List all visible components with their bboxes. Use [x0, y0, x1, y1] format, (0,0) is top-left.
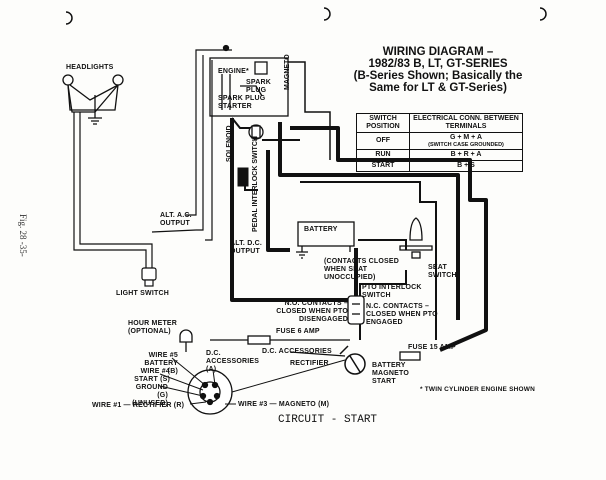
label-engine: ENGINE* [218, 68, 249, 75]
label-ground: GROUND (G) (UNUSED) [132, 384, 168, 407]
table-cell-position: START [356, 160, 410, 172]
label-fuse-15: FUSE 15 AMP [408, 344, 456, 351]
table-cell-conn: B + R + A [409, 149, 523, 161]
table-cell-note: (SWITCH CASE GROUNDED) [428, 142, 504, 148]
binder-mark-right [539, 7, 547, 21]
label-wire-4: WIRE #4 START (S) [134, 368, 170, 383]
label-pto-interlock: PTO INTERLOCK SWITCH [362, 284, 422, 299]
table-cell-conn-value: G + M + A [449, 134, 483, 141]
ignition-leader-lines [159, 357, 346, 405]
diagram-title: WIRING DIAGRAM – 1982/83 B, LT, GT-SERIE… [338, 46, 538, 94]
table-row: START B + S [356, 160, 523, 172]
label-pedal-interlock: PEDAL INTERLOCK SWITCH [252, 136, 259, 232]
label-wire-5: WIRE #5 BATTERY (B) [144, 352, 178, 375]
label-wire-3: WIRE #3 — MAGNETO (M) [238, 401, 330, 408]
label-battery-magneto-start: BATTERY MAGNETO START [372, 362, 410, 385]
label-spark-plug: SPARK PLUG [246, 79, 271, 94]
label-seat-switch: SEAT SWITCH [428, 264, 457, 279]
title-line-1: WIRING DIAGRAM – [382, 46, 494, 58]
fuse-6-amp-icon [210, 335, 350, 345]
margin-page-note: Fig. 28 -35- [18, 214, 28, 257]
label-magneto-top: MAGNETO [284, 54, 291, 90]
fuse-15-amp-icon [399, 351, 421, 361]
label-nc-contacts: N.C. CONTACTS – CLOSED WHEN PTO ENGAGED [366, 303, 438, 326]
switch-table: SWITCH POSITION ELECTRICAL CONN. BETWEEN… [356, 113, 523, 172]
label-contacts-closed: (CONTACTS CLOSED WHEN SEAT UNOCCUPIED) [324, 258, 400, 281]
label-fuse-6: FUSE 6 AMP [276, 328, 320, 335]
table-cell-position: RUN [356, 149, 410, 161]
light-circuit-wires [73, 112, 153, 268]
label-twin-note: * TWIN CYLINDER ENGINE SHOWN [420, 386, 536, 393]
table-cell-conn: G + M + A (SWITCH CASE GROUNDED) [409, 132, 523, 150]
title-line-4: Same for LT & GT-Series) [369, 82, 507, 94]
table-header-position: SWITCH POSITION [356, 113, 410, 133]
circuit-caption: CIRCUIT - START [278, 414, 378, 426]
table-header-conn: ELECTRICAL CONN. BETWEEN TERMINALS [409, 113, 523, 133]
title-line-3: (B-Series Shown; Basically the [353, 70, 523, 82]
label-headlights: HEADLIGHTS [66, 64, 114, 71]
label-spark-plug-starter: SPARK PLUG STARTER [218, 95, 266, 110]
table-header-row: SWITCH POSITION ELECTRICAL CONN. BETWEEN… [356, 113, 523, 133]
alt-output-wires [151, 49, 232, 241]
label-alt-dc: ALT. D.C. OUTPUT [230, 240, 263, 255]
table-row: RUN B + R + A [356, 149, 523, 161]
label-rectifier: RECTIFIER [290, 360, 329, 367]
light-switch-icon [141, 267, 157, 287]
table-row: OFF G + M + A (SWITCH CASE GROUNDED) [356, 132, 523, 150]
label-wire-1: WIRE #1 — RECTIFIER (R) [92, 402, 185, 409]
rectifier-connector-icon [339, 345, 366, 375]
binder-mark-center [323, 7, 331, 21]
label-solenoid: SOLENOID [226, 125, 233, 162]
table-cell-position: OFF [356, 132, 410, 150]
battery-icon [296, 221, 355, 259]
label-dc-accessories-a: D.C. ACCESSORIES (A) [206, 350, 260, 373]
label-no-contacts: N.O. CONTACTS – CLOSED WHEN PTO DISENGAG… [276, 300, 348, 323]
table-cell-conn: B + S [409, 160, 523, 172]
label-alt-ac: ALT. A.C. OUTPUT [160, 212, 192, 227]
pedal-interlock-switch-icon [237, 167, 249, 187]
title-line-2: 1982/83 B, LT, GT-SERIES [368, 58, 508, 70]
seat-switch-icon [399, 217, 433, 259]
headlights-icon [62, 74, 124, 125]
magneto-wire [288, 61, 331, 160]
hour-meter-icon [179, 329, 193, 352]
label-dc-accessories: D.C. ACCESSORIES [262, 348, 332, 355]
label-hour-meter: HOUR METER (OPTIONAL) [128, 320, 178, 335]
label-battery: BATTERY [304, 226, 338, 233]
main-harness [230, 118, 488, 352]
dc-accessories-wire [289, 351, 346, 357]
label-light-switch: LIGHT SWITCH [116, 290, 169, 297]
binder-mark-left [65, 11, 73, 25]
pto-interlock-switch-icon [347, 295, 365, 325]
solenoid-icon [248, 124, 264, 140]
engine-box [209, 44, 289, 117]
